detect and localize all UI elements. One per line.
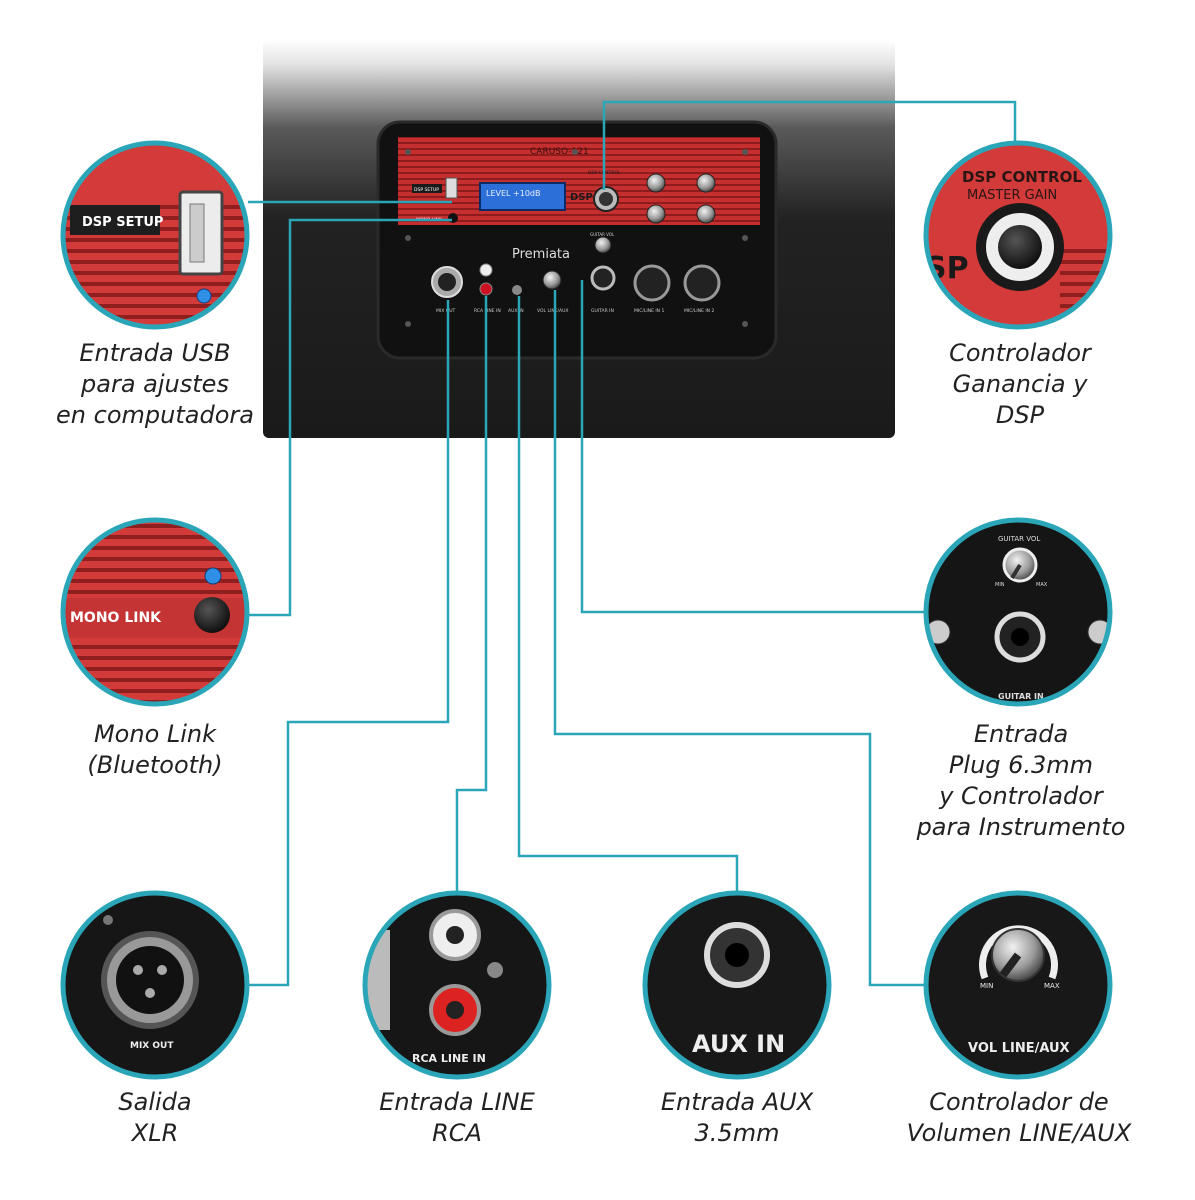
combo-jack-2 xyxy=(683,264,721,302)
caption-mono: Mono Link (Bluetooth) xyxy=(40,719,270,781)
guitar-detail-label: GUITAR IN xyxy=(998,692,1044,701)
guitar-detail-top: GUITAR VOL xyxy=(998,535,1040,543)
rca-detail-label: RCA LINE IN xyxy=(412,1052,486,1065)
caption-usb-line1: Entrada USB xyxy=(79,339,231,367)
vol-detail-min: MIN xyxy=(980,982,993,990)
eq-knob-1 xyxy=(646,173,666,193)
vol-detail-max: MAX xyxy=(1044,982,1060,990)
guitar-detail-min: MIN xyxy=(995,582,1005,588)
caption-usb: Entrada USB para ajustes en computadora xyxy=(40,338,270,431)
caption-guitar-line1: Entrada xyxy=(973,720,1069,748)
callout-line-aux xyxy=(517,296,739,893)
caption-xlr-line1: Salida xyxy=(118,1088,192,1116)
aux-jack xyxy=(512,285,522,295)
caption-dsp-line1: Controlador xyxy=(949,339,1091,367)
blue-led-icon xyxy=(204,567,222,585)
mono-detail-label: MONO LINK xyxy=(70,610,162,626)
eq-knob-3 xyxy=(646,204,666,224)
panel-label-guitar-vol: GUITAR VOL xyxy=(590,232,615,237)
caption-vol-line2: Volumen LINE/AUX xyxy=(906,1119,1132,1147)
combo-jack-1 xyxy=(633,264,671,302)
mono-link-button xyxy=(448,213,458,223)
caption-usb-line2: para ajustes xyxy=(81,370,229,398)
caption-usb-line3: en computadora xyxy=(56,401,254,429)
usb-detail: DSP SETUP xyxy=(60,140,250,330)
usb-port xyxy=(445,177,458,199)
caption-xlr-line2: XLR xyxy=(131,1119,179,1147)
callout-line-vol xyxy=(553,290,926,987)
guitar-jack xyxy=(590,265,616,291)
guitar-detail: GUITAR VOL MIN MAX GUITAR IN xyxy=(923,517,1113,707)
rca-red-jack xyxy=(479,282,493,296)
panel-label-mix-out: MIX OUT xyxy=(436,308,456,314)
vol-detail-label: VOL LINE/AUX xyxy=(968,1041,1070,1056)
callout-line-mono xyxy=(248,218,452,617)
rca-detail: RCA LINE IN xyxy=(362,890,552,1080)
vol-line-aux-knob xyxy=(542,270,562,290)
blue-led-icon xyxy=(196,288,212,304)
guitar-detail-max: MAX xyxy=(1036,582,1048,588)
caption-rca-line1: Entrada LINE xyxy=(379,1088,535,1116)
caption-aux: Entrada AUX 3.5mm xyxy=(622,1087,852,1149)
rear-control-panel: CARUSO-121 LEVEL +10dB DSP DSP SETUP MON… xyxy=(376,120,778,360)
eq-knob-2 xyxy=(696,173,716,193)
panel-dsp-setup: DSP SETUP xyxy=(414,187,439,193)
caption-aux-line2: 3.5mm xyxy=(694,1119,780,1147)
lcd-text: LEVEL +10dB xyxy=(486,189,541,198)
caption-dsp-line3: DSP xyxy=(995,401,1045,429)
mono-detail: MONO LINK xyxy=(60,517,250,707)
aux-detail-label: AUX IN xyxy=(692,1030,785,1058)
caption-dsp: Controlador Ganancia y DSP xyxy=(905,338,1135,431)
callout-line-dsp xyxy=(602,100,1017,190)
usb-detail-label: DSP SETUP xyxy=(82,215,163,230)
dsp-detail: SP DSP CONTROL MASTER GAIN xyxy=(923,140,1113,330)
caption-vol-line1: Controlador de xyxy=(929,1088,1109,1116)
caption-mono-line1: Mono Link xyxy=(93,720,217,748)
xlr-detail: MIX OUT xyxy=(60,890,250,1080)
callout-line-rca xyxy=(455,296,488,893)
caption-guitar: Entrada Plug 6.3mm y Controlador para In… xyxy=(898,719,1144,843)
panel-label-rca: RCA LINE IN xyxy=(474,308,501,314)
dsp-detail-line2: MASTER GAIN xyxy=(967,188,1057,203)
panel-dsp-mark: DSP xyxy=(570,192,593,203)
caption-dsp-line2: Ganancia y xyxy=(952,370,1088,398)
eq-knob-4 xyxy=(696,204,716,224)
callout-lines xyxy=(248,100,1017,987)
panel-label-mic1: MIC/LINE IN 1 xyxy=(634,308,664,314)
panel-brand: Premiata xyxy=(512,247,570,262)
caption-rca-line2: RCA xyxy=(432,1119,482,1147)
panel-model: CARUSO-121 xyxy=(530,147,589,157)
aux-detail: AUX IN xyxy=(642,890,832,1080)
lcd-screen xyxy=(479,182,566,211)
vol-detail: MIN MAX VOL LINE/AUX xyxy=(923,890,1113,1080)
callout-line-xlr xyxy=(248,300,450,987)
caption-guitar-line4: para Instrumento xyxy=(916,813,1126,841)
panel-label-vol: VOL LINE/AUX xyxy=(537,308,569,314)
caption-vol: Controlador de Volumen LINE/AUX xyxy=(888,1087,1150,1149)
callout-line-guitar xyxy=(580,280,926,614)
dsp-detail-line1: DSP CONTROL xyxy=(962,168,1082,186)
caption-rca: Entrada LINE RCA xyxy=(342,1087,572,1149)
panel-label-guitar-in: GUITAR IN xyxy=(591,308,614,314)
caption-aux-line1: Entrada AUX xyxy=(660,1088,814,1116)
rca-white-jack xyxy=(479,263,493,277)
caption-xlr: Salida XLR xyxy=(40,1087,270,1149)
panel-label-aux: AUX IN xyxy=(508,308,524,314)
caption-guitar-line3: y Controlador xyxy=(939,782,1103,810)
xlr-detail-label: MIX OUT xyxy=(130,1041,174,1051)
panel-label-mic2: MIC/LINE IN 2 xyxy=(684,308,714,314)
caption-guitar-line2: Plug 6.3mm xyxy=(948,751,1094,779)
push-button-icon xyxy=(194,597,230,633)
caption-mono-line2: (Bluetooth) xyxy=(87,751,223,779)
guitar-vol-knob xyxy=(594,236,612,254)
